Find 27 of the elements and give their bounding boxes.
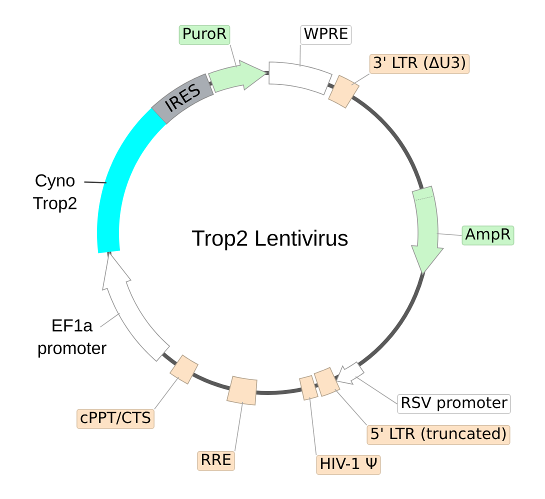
feature-label: RRE (197, 451, 235, 471)
feature-label: cPPT/CTS (76, 409, 154, 429)
feature-label: AmpR (462, 226, 514, 246)
leader-line (355, 376, 398, 404)
leader-line (234, 402, 244, 452)
leader-line (300, 44, 301, 67)
feature-label: 5' LTR (truncated) (366, 425, 510, 445)
directional-block (410, 186, 444, 276)
leader-line (309, 396, 317, 456)
feature-block (226, 376, 258, 406)
feature-label: Cyno Trop2 (33, 174, 76, 213)
leader-line (436, 233, 462, 236)
leader-line (230, 44, 237, 68)
leader-line (100, 312, 120, 328)
feature-block (268, 62, 333, 96)
feature-label: EF1a promoter (38, 319, 106, 358)
leader-line (84, 181, 106, 184)
feature-label: RSV promoter (397, 394, 511, 414)
feature-label: 3' LTR (ΔU3) (369, 54, 470, 74)
feature-label: PuroR (178, 25, 230, 45)
leader-line (334, 388, 368, 426)
feature-label: HIV-1 Ψ (316, 455, 381, 475)
feature-bar (97, 108, 166, 254)
feature-label: WPRE (300, 25, 352, 45)
leader-line (351, 73, 370, 86)
plasmid-name: Trop2 Lentivirus (192, 230, 348, 250)
leader-line (154, 376, 180, 410)
